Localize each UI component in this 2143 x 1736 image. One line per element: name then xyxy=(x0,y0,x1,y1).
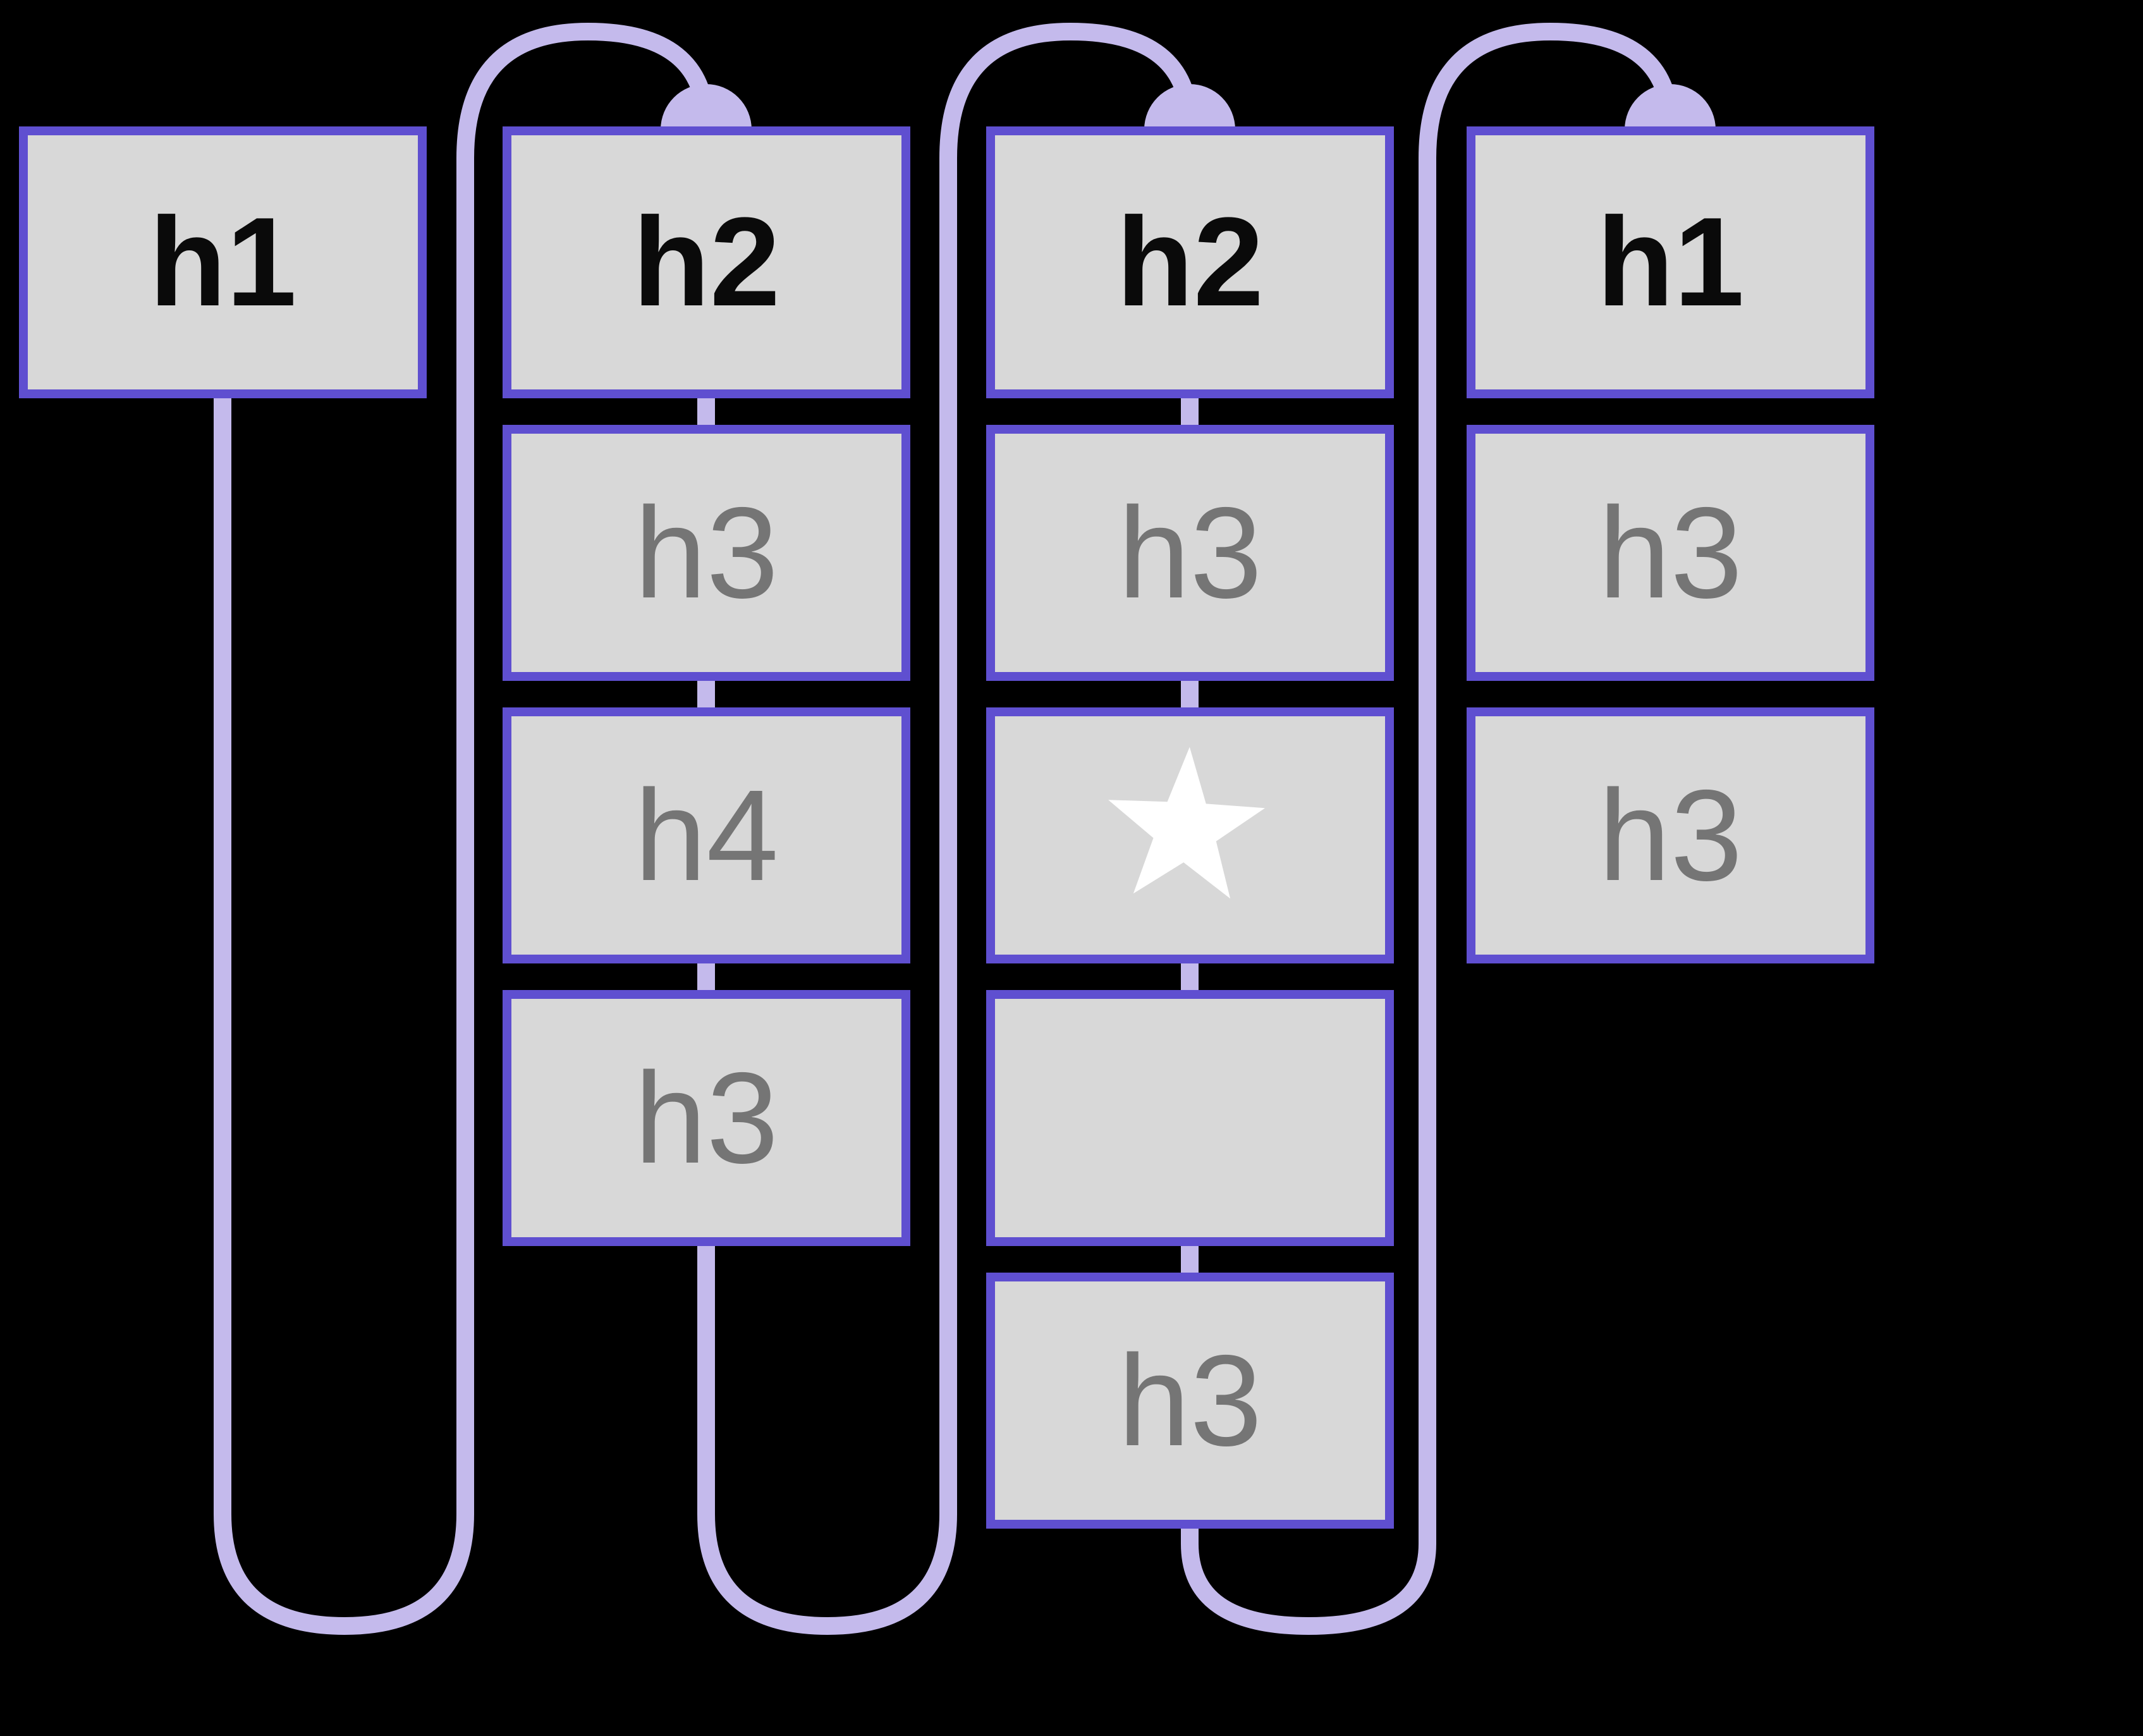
box-connector xyxy=(1181,958,1199,995)
heading-box-col2-h3b: h3 xyxy=(503,990,910,1246)
heading-box-col2-h2: h2 xyxy=(503,126,910,398)
heading-box-col1-h1: h1 xyxy=(19,126,427,398)
box-connector xyxy=(1181,676,1199,712)
heading-label: h3 xyxy=(1118,1328,1262,1473)
heading-label: h3 xyxy=(1598,763,1743,908)
heading-box-col3-star xyxy=(986,707,1394,963)
heading-label: h1 xyxy=(149,192,297,333)
heading-box-col2-h4: h4 xyxy=(503,707,910,963)
heading-label: h1 xyxy=(1596,192,1745,333)
heading-box-col4-h3a: h3 xyxy=(1467,425,1874,681)
star-icon xyxy=(1108,747,1265,898)
box-connector xyxy=(697,393,715,430)
flow-path-segment-2 xyxy=(697,22,1199,1635)
box-connector xyxy=(697,958,715,995)
heading-label: h3 xyxy=(1118,480,1262,625)
box-connector xyxy=(1181,1241,1199,1278)
heading-label: h2 xyxy=(632,192,781,333)
heading-box-col4-h1: h1 xyxy=(1467,126,1874,398)
heading-label: h4 xyxy=(634,763,779,908)
heading-box-col3-empty xyxy=(986,990,1394,1246)
heading-box-col4-h3b: h3 xyxy=(1467,707,1874,963)
heading-label: h3 xyxy=(1598,480,1743,625)
heading-label: h3 xyxy=(634,480,779,625)
flow-path-segment-3 xyxy=(1181,22,1679,1635)
heading-box-col3-h3b: h3 xyxy=(986,1273,1394,1529)
heading-box-col2-h3a: h3 xyxy=(503,425,910,681)
heading-label: h2 xyxy=(1116,192,1264,333)
heading-box-col3-h3a: h3 xyxy=(986,425,1394,681)
heading-box-col3-h2: h2 xyxy=(986,126,1394,398)
box-connector xyxy=(697,676,715,712)
flow-path-segment-1 xyxy=(214,22,715,1635)
box-connector xyxy=(1181,393,1199,430)
heading-label: h3 xyxy=(634,1046,779,1190)
